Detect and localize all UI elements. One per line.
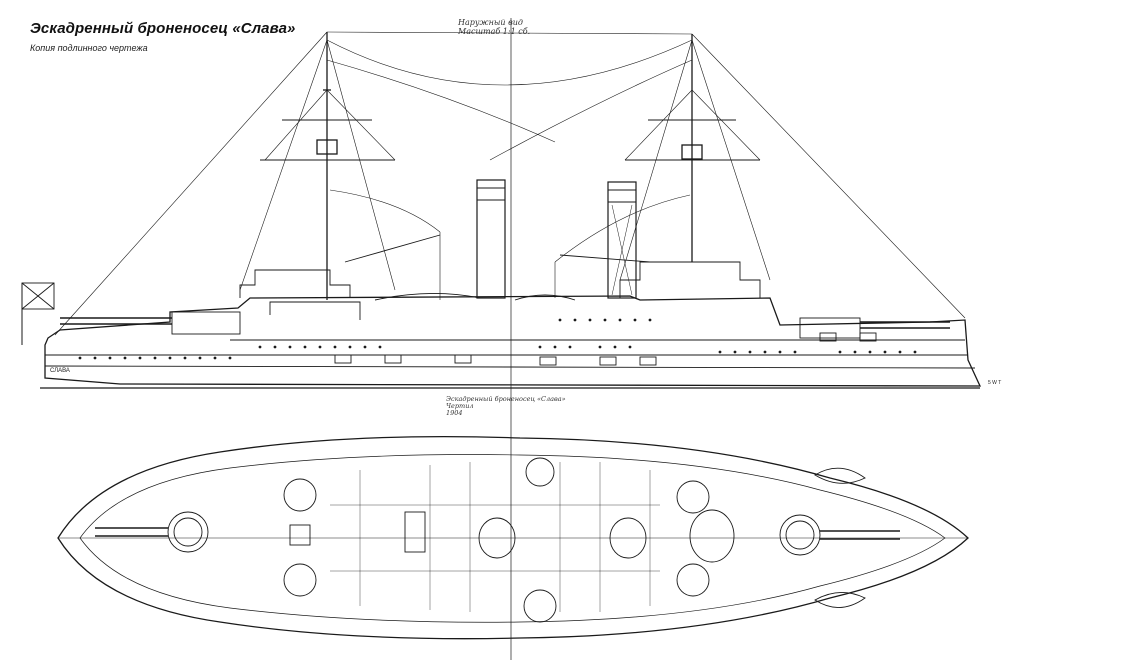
- hull-side: [44, 295, 982, 387]
- stern-label: 5 W T: [988, 380, 1001, 386]
- bow-label: СЛАВА: [50, 368, 70, 374]
- masts: [316, 32, 703, 300]
- jack-flag: [21, 282, 55, 345]
- plan-funnels: [478, 517, 647, 559]
- note-mid-line3: 1904: [446, 409, 463, 417]
- cranes: [344, 234, 651, 263]
- note-top-line2: Масштаб 1:1 сб.: [458, 27, 531, 36]
- plan-main-turrets: [95, 511, 900, 556]
- fore-main-turret: [60, 311, 241, 335]
- handwritten-note-top: Наружный вид Масштаб 1:1 сб.: [458, 18, 530, 36]
- hull-plan: [57, 435, 969, 640]
- aft-superstructure: [619, 261, 761, 298]
- note-top-line1: Наружный вид: [458, 18, 523, 27]
- funnels: [476, 179, 637, 299]
- lower-deck-line: [44, 365, 976, 369]
- deck-grid: [330, 462, 660, 612]
- deck-edge: [79, 454, 946, 623]
- plan-secondary-turrets: [283, 457, 710, 623]
- fore-bridge: [269, 301, 361, 320]
- plan-boats: [814, 467, 866, 608]
- drawing-title: Эскадренный броненосец «Слава»: [30, 20, 296, 37]
- boat-mid: [514, 294, 576, 301]
- casemate-guns: [334, 332, 877, 366]
- note-mid-line2: Чертил: [446, 402, 474, 410]
- plan-conning-tower: [289, 509, 735, 563]
- plan-view: [57, 435, 969, 640]
- aft-main-turret: [799, 317, 950, 339]
- portholes: [78, 318, 917, 360]
- boat-fore: [374, 293, 481, 301]
- rigging: [54, 31, 966, 336]
- handwritten-note-mid: Эскадренный броненосец «Слава» Чертил 19…: [446, 396, 566, 417]
- fore-superstructure: [239, 269, 351, 298]
- note-mid-line1: Эскадренный броненосец «Слава»: [446, 395, 566, 403]
- side-view: [21, 31, 982, 389]
- drawing-subtitle: Копия подлинного чертежа: [30, 43, 148, 53]
